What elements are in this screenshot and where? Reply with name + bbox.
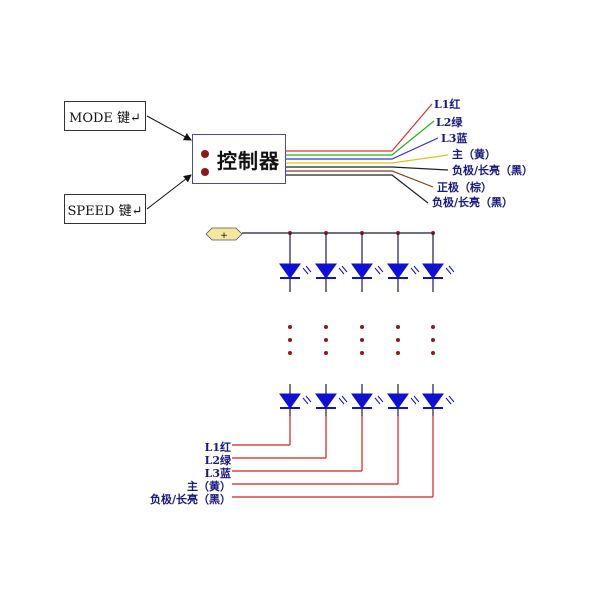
led-diode [279, 393, 301, 409]
continuation-dot [360, 338, 364, 342]
output-label-l2: L2绿 [436, 116, 463, 129]
speed-key: SPEED 键↵ [64, 194, 146, 224]
power-tag: + [205, 227, 243, 241]
bottom-label-l3: L3蓝 [204, 467, 231, 480]
controller-output-wire [286, 170, 434, 188]
mode-key: MODE 键↵ [64, 101, 146, 131]
led-emission-arrow [448, 395, 455, 403]
led-emission-arrow [410, 397, 417, 405]
continuation-dot [324, 325, 328, 329]
led-emission-arrow [445, 397, 452, 405]
led-diode [387, 263, 409, 279]
controller-output-wire [286, 166, 449, 171]
bottom-label-l2: L2绿 [204, 454, 231, 467]
bottom-label-neg: 负极/长亮（黑） [149, 493, 231, 506]
continuation-dot [396, 338, 400, 342]
controller-output-wire [286, 137, 439, 160]
continuation-dot [431, 338, 435, 342]
led-diode [315, 263, 337, 279]
speed-key-label: SPEED 键↵ [67, 203, 143, 219]
bottom-label-l1: L1红 [204, 441, 231, 454]
led-emission-arrow [338, 397, 345, 405]
led-emission-arrow [377, 265, 384, 273]
bottom-label-main: 主（黄） [187, 480, 231, 493]
led-emission-arrow [377, 395, 384, 403]
led-emission-arrow [341, 395, 348, 403]
continuation-dot [431, 325, 435, 329]
led-diode [315, 393, 337, 409]
led-emission-arrow [374, 267, 381, 275]
continuation-dot [288, 325, 292, 329]
led-emission-arrow [302, 267, 309, 275]
led-emission-arrow [305, 395, 312, 403]
controller-output-wire [286, 120, 435, 156]
led-diode [422, 393, 444, 409]
led-emission-arrow [410, 267, 417, 275]
mode-arrow [146, 115, 192, 141]
output-label-l1: L1红 [434, 98, 461, 111]
led-emission-arrow [341, 265, 348, 273]
controller-label: 控制器 [217, 149, 280, 173]
led-diode [351, 393, 373, 409]
controller-output-wire [286, 154, 449, 164]
led-emission-arrow [448, 265, 455, 273]
power-tag-label: + [220, 231, 228, 241]
output-label-l3: L3蓝 [441, 132, 468, 145]
continuation-dot [288, 338, 292, 342]
continuation-dot [396, 351, 400, 355]
led-diode [279, 263, 301, 279]
output-label-neg2: 负极/长亮（黑） [432, 196, 514, 209]
continuation-dot [288, 351, 292, 355]
continuation-dot [396, 325, 400, 329]
led-emission-arrow [338, 267, 345, 275]
continuation-dot [324, 351, 328, 355]
controller-dot-bottom [201, 168, 209, 176]
output-label-main: 主（黄） [452, 148, 496, 161]
led-emission-arrow [445, 267, 452, 275]
led-emission-arrow [305, 265, 312, 273]
controller-output-wire [286, 103, 433, 152]
continuation-dot [324, 338, 328, 342]
led-emission-arrow [374, 397, 381, 405]
output-label-pos: 正极（棕） [437, 181, 492, 194]
output-label-neg1: 负极/长亮（黑） [452, 164, 534, 177]
led-emission-arrow [413, 265, 420, 273]
continuation-dot [431, 351, 435, 355]
led-diode [351, 263, 373, 279]
controller-dot-top [201, 150, 209, 158]
controller-output-wire [286, 174, 429, 204]
led-diode [422, 263, 444, 279]
controller-box: 控制器 [192, 134, 286, 184]
speed-arrow [146, 174, 192, 210]
mode-key-label: MODE 键↵ [69, 110, 141, 126]
led-emission-arrow [302, 397, 309, 405]
led-diode [387, 393, 409, 409]
led-emission-arrow [413, 395, 420, 403]
continuation-dot [360, 325, 364, 329]
continuation-dot [360, 351, 364, 355]
